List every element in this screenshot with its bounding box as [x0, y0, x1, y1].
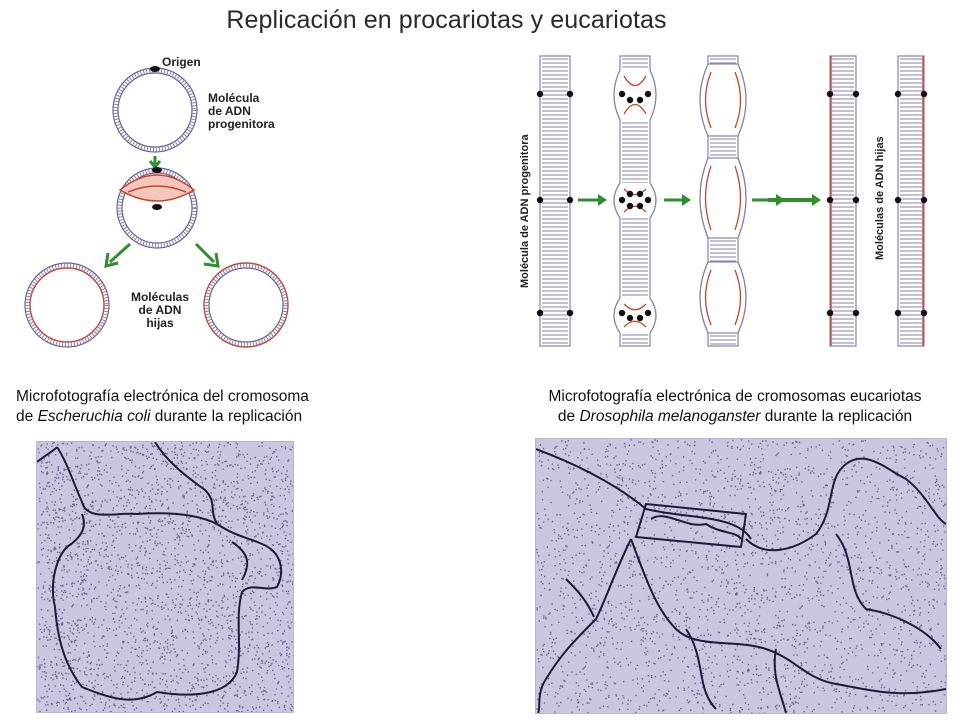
origin-dot	[826, 309, 834, 317]
origin-dot	[894, 309, 902, 317]
origin-dot	[618, 309, 626, 317]
origin-dot	[894, 196, 902, 204]
daughter-dna-circle-left	[24, 262, 110, 348]
origin-dot	[566, 90, 574, 98]
eukaryote-daughter-label: Moléculas de ADN hijas	[874, 136, 886, 260]
origin-dot	[566, 196, 574, 204]
origin-dot	[920, 196, 928, 204]
origin-dot	[566, 309, 574, 317]
prokaryote-replication-diagram	[24, 66, 289, 348]
arrow-right-icon	[578, 194, 607, 206]
origin-dot	[920, 309, 928, 317]
caption-ecoli: Microfotografía electrónica del cromosom…	[16, 388, 309, 425]
eukaryote-replication-diagram	[536, 55, 928, 347]
origin-dot	[618, 90, 626, 98]
dna-strand	[539, 55, 571, 347]
origin-dot	[626, 202, 634, 210]
arrow-left-icon	[104, 242, 132, 269]
page-title: Replicación en procariotas y eucariotas	[226, 6, 667, 34]
arrow-right-icon	[194, 242, 220, 268]
arrow-down-icon	[148, 156, 162, 170]
origin-dot	[536, 196, 544, 204]
drosophila-micrograph	[535, 438, 947, 714]
origin-dot	[626, 314, 634, 322]
origin-dot	[618, 196, 626, 204]
dna-strand	[829, 55, 857, 347]
daughter-dna-label: Moléculas de ADN hijas	[130, 290, 190, 330]
origin-dot	[852, 90, 860, 98]
origin-dot	[852, 196, 860, 204]
arrow-right-icon	[664, 194, 691, 206]
origin-dot	[636, 190, 644, 198]
origin-dot	[636, 202, 644, 210]
arrow-right-icon	[768, 194, 821, 206]
origin-dot	[826, 90, 834, 98]
origin-dot	[644, 90, 652, 98]
origin-dot	[644, 196, 652, 204]
origin-dot	[626, 190, 634, 198]
daughter-dna-circle-right	[203, 262, 289, 348]
origin-label: Origen	[162, 55, 201, 69]
origin-dot	[852, 309, 860, 317]
replicating-strand-2	[699, 55, 747, 347]
parent-dna-label: Molécula de ADN progenitora	[208, 91, 275, 131]
origin-dot	[644, 309, 652, 317]
origin-dot	[536, 90, 544, 98]
origin-dot	[626, 96, 634, 104]
eukaryote-parent-label: Molécula de ADN progenitora	[519, 134, 531, 288]
parent-dna-circle	[112, 66, 198, 153]
origin-dot	[536, 309, 544, 317]
origin-marker	[150, 66, 160, 72]
origin-dot	[920, 90, 928, 98]
caption-drosophila: Microfotografía electrónica de cromosoma…	[548, 388, 922, 425]
dna-strand	[897, 55, 925, 347]
origin-dot	[636, 314, 644, 322]
replicating-dna-circle	[116, 167, 198, 249]
origin-dot	[636, 96, 644, 104]
replicating-strand-1	[613, 55, 657, 347]
ecoli-micrograph	[36, 441, 294, 713]
origin-dot	[826, 196, 834, 204]
origin-dot	[894, 90, 902, 98]
